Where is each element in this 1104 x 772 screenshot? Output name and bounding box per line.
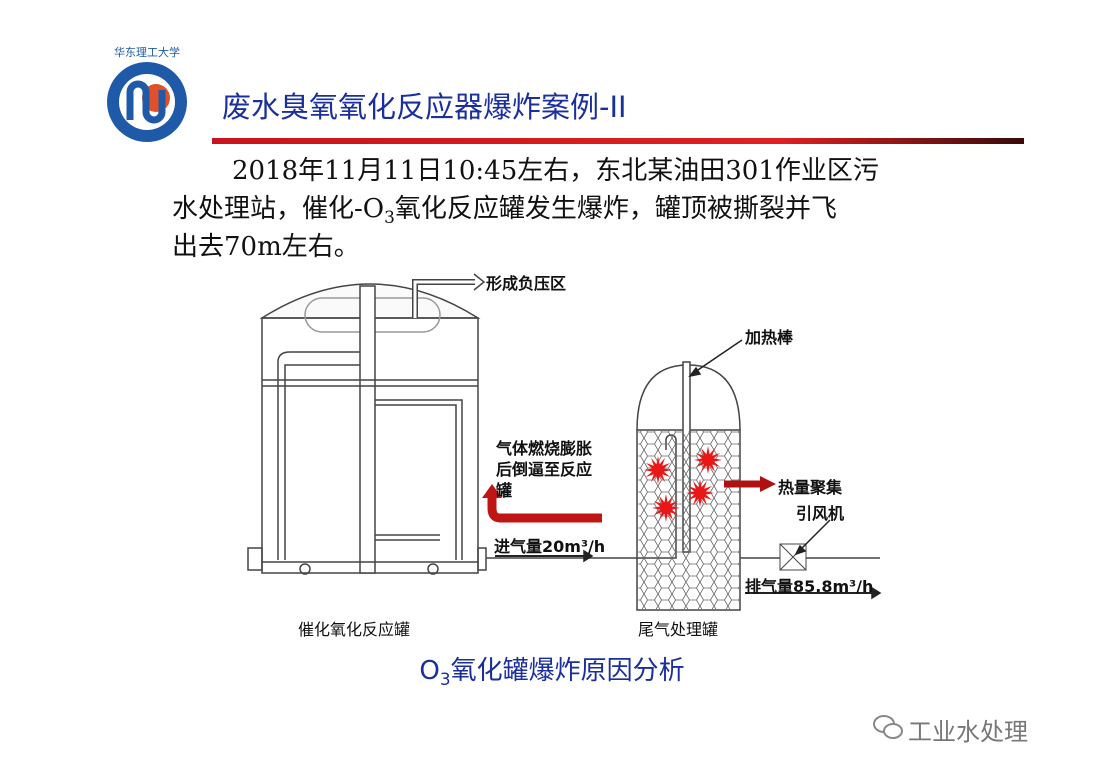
text: 氧化反应罐发生爆炸，罐顶被撕裂并飞 <box>394 194 837 224</box>
university-logo: 华东理工大学 <box>90 42 204 156</box>
text: O <box>419 656 440 686</box>
text: 气体燃烧膨胀 <box>496 439 593 458</box>
label-fan: 引风机 <box>796 504 845 523</box>
leader-arrows <box>495 339 882 600</box>
label-backflow: 气体燃烧膨胀 后倒逼至反应 罐 <box>496 438 592 501</box>
backflow-arrowhead <box>482 484 502 498</box>
explosion-icon <box>686 479 714 507</box>
paragraph-line-1: 2018年11月11日10:45左右，东北某油田301作业区污 <box>232 156 879 186</box>
title-divider <box>212 138 1024 144</box>
paragraph-line-3: 出去70m左右。 <box>172 232 360 262</box>
subscript: 3 <box>439 669 451 690</box>
wechat-icon <box>873 715 903 739</box>
heat-arrowhead <box>760 476 776 492</box>
svg-text:华东理工大学: 华东理工大学 <box>114 45 180 59</box>
backflow-arrow <box>487 496 602 523</box>
reactor-tank <box>247 273 487 575</box>
label-heat-accumulation: 热量聚集 <box>778 478 843 497</box>
text: 氧化罐爆炸原因分析 <box>450 656 685 686</box>
explosion-icon <box>644 456 672 484</box>
slide-title: 废水臭氧氧化反应器爆炸案例-II <box>222 90 627 124</box>
label-reactor: 催化氧化反应罐 <box>298 620 411 639</box>
explosion-icon <box>694 446 722 474</box>
explosion-marks <box>644 446 722 522</box>
text: 后倒逼至反应 <box>496 460 593 479</box>
packing <box>638 431 739 609</box>
figure-caption: O3氧化罐爆炸原因分析 <box>0 650 1104 689</box>
label-inlet: 进气量20m³/h <box>494 537 606 556</box>
text: 水处理站，催化-O <box>172 194 385 224</box>
explosion-icon <box>652 494 680 522</box>
label-exhaust: 排气量85.8m³/h <box>745 577 874 596</box>
label-heater-rod: 加热棒 <box>745 328 794 347</box>
label-tail-gas-tank: 尾气处理罐 <box>638 620 719 639</box>
text: 罐 <box>496 481 513 500</box>
paragraph-line-2: 水处理站，催化-O3氧化反应罐发生爆炸，罐顶被撕裂并飞 <box>172 190 837 236</box>
label-negative-pressure: 形成负压区 <box>486 274 567 293</box>
subscript: 3 <box>384 207 395 228</box>
watermark: 工业水处理 <box>908 718 1028 746</box>
